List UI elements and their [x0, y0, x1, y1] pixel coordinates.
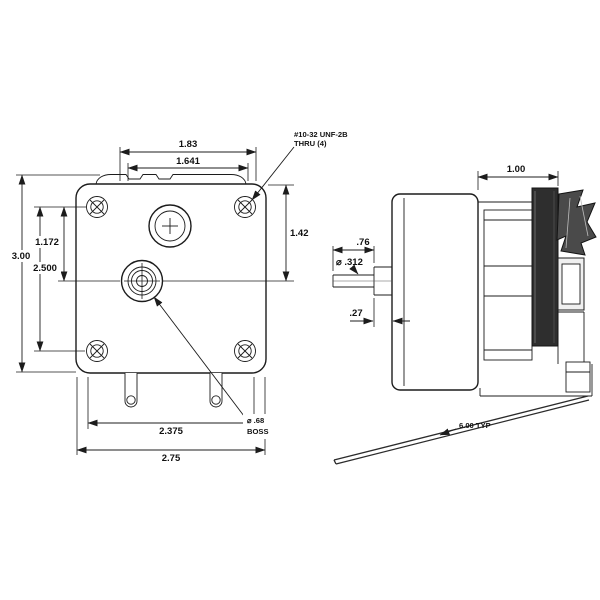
terminal-tab-right: [209, 373, 223, 408]
text-background: [32, 236, 62, 248]
text-background: [334, 255, 372, 267]
tap-note-line1: #10-32 UNF-2B: [294, 130, 348, 139]
wire-line: [335, 399, 590, 465]
screw-slot: [237, 199, 253, 215]
wire-end: [333, 459, 337, 465]
text-background: [30, 262, 61, 274]
dim-shaft-length: .76: [332, 237, 375, 271]
dim-text-shaft-length: .76: [356, 237, 369, 248]
fan-blade-edge: [579, 195, 589, 237]
dim-text-overall-height: 3.00: [12, 251, 31, 262]
boss-outer-circle: [120, 259, 164, 303]
screw-head-outline: [86, 196, 108, 218]
stator-stack: [531, 187, 559, 347]
motor-frame-side: [478, 201, 534, 361]
side-view-dimensions: 1.00 .76 ⌀ .312 .27 6.00 TYP: [332, 164, 559, 436]
leader-line: [153, 296, 245, 417]
screw-head-inner: [238, 200, 252, 214]
motor-frame-outline: [483, 209, 533, 361]
base-and-terminal: [479, 361, 593, 397]
upper-bearing: [148, 204, 192, 248]
boss-note-line2: BOSS: [247, 427, 269, 436]
corner-screw-top-left: [86, 196, 108, 218]
front-view-dimensions: 1.83 1.641 #10-32 UNF-2B THRU (4) 1.42: [8, 130, 348, 464]
dim-text-stack-length: 1.00: [507, 164, 526, 175]
dim-text-left-upper: 1.172: [35, 237, 59, 248]
boss-note: ⌀ .68 BOSS: [153, 296, 283, 439]
leader-line: [439, 428, 457, 436]
dim-text-left-mid: 2.500: [33, 263, 57, 274]
dim-text-lead-length: 6.00 TYP: [459, 421, 491, 430]
dim-top-outer: 1.83: [119, 139, 257, 181]
bearing-inner-circle: [154, 210, 186, 242]
dim-left-stack: 1.172 2.500 3.00: [8, 174, 120, 373]
wire-line: [333, 395, 589, 461]
terminal-box: [565, 361, 591, 393]
screw-head-outline: [234, 340, 256, 362]
corner-screw-bottom-right: [234, 340, 256, 362]
tap-note-line2: THRU (4): [294, 139, 327, 148]
terminal-tab-left: [124, 373, 138, 408]
lead-wire: [333, 395, 590, 465]
text-background: [243, 414, 283, 439]
tap-thread-note: #10-32 UNF-2B THRU (4): [251, 130, 348, 201]
screw-head-outline: [234, 196, 256, 218]
dim-top-inner: 1.641: [127, 156, 249, 181]
terminal-hole: [126, 395, 136, 405]
dim-text-bottom-inner: 2.375: [159, 426, 183, 437]
output-shaft-side: [332, 274, 392, 288]
dim-text-boss-projection: .27: [349, 308, 362, 319]
rear-bracket: [557, 257, 585, 366]
dim-bottom-stack: 2.375 2.75: [76, 377, 266, 464]
screw-slot: [237, 343, 253, 359]
dim-text-top-outer: 1.83: [179, 139, 198, 150]
gearbox-cover-profile: [95, 174, 247, 185]
dim-boss-projection: .27: [349, 298, 410, 327]
output-shaft-boss: [120, 259, 164, 303]
screw-head-inner: [90, 344, 104, 358]
corner-screw-bottom-left: [86, 340, 108, 362]
screw-slot: [89, 199, 105, 215]
screw-slot: [89, 343, 105, 359]
dim-text-shaft-diameter: ⌀ .312: [336, 257, 363, 268]
dim-right-height: 1.42: [163, 184, 309, 282]
side-view: [332, 187, 597, 465]
fan-blade-edge: [565, 197, 571, 249]
dim-lead-length: 6.00 TYP: [439, 421, 491, 436]
dim-stack-length: 1.00: [477, 164, 559, 190]
bearing-outer-circle: [148, 204, 192, 248]
motor-body-front: [75, 183, 267, 374]
front-view: [75, 174, 267, 408]
dim-text-top-inner: 1.641: [176, 156, 200, 167]
screw-head-inner: [90, 200, 104, 214]
rear-fan: [556, 189, 597, 256]
terminal-hole: [211, 395, 221, 405]
corner-screw-top-right: [234, 196, 256, 218]
leader-line: [349, 264, 359, 275]
screw-head-inner: [238, 344, 252, 358]
dim-text-bottom-overall: 2.75: [162, 453, 181, 464]
boss-note-line1: ⌀ .68: [247, 416, 264, 425]
dim-shaft-diameter: ⌀ .312: [334, 255, 372, 275]
leader-line: [251, 146, 295, 201]
text-background: [8, 250, 35, 262]
rear-bearing-inner: [561, 263, 581, 305]
dim-text-right-height: 1.42: [290, 228, 309, 239]
gearbox-housing-side: [391, 193, 479, 391]
screw-head-outline: [86, 340, 108, 362]
